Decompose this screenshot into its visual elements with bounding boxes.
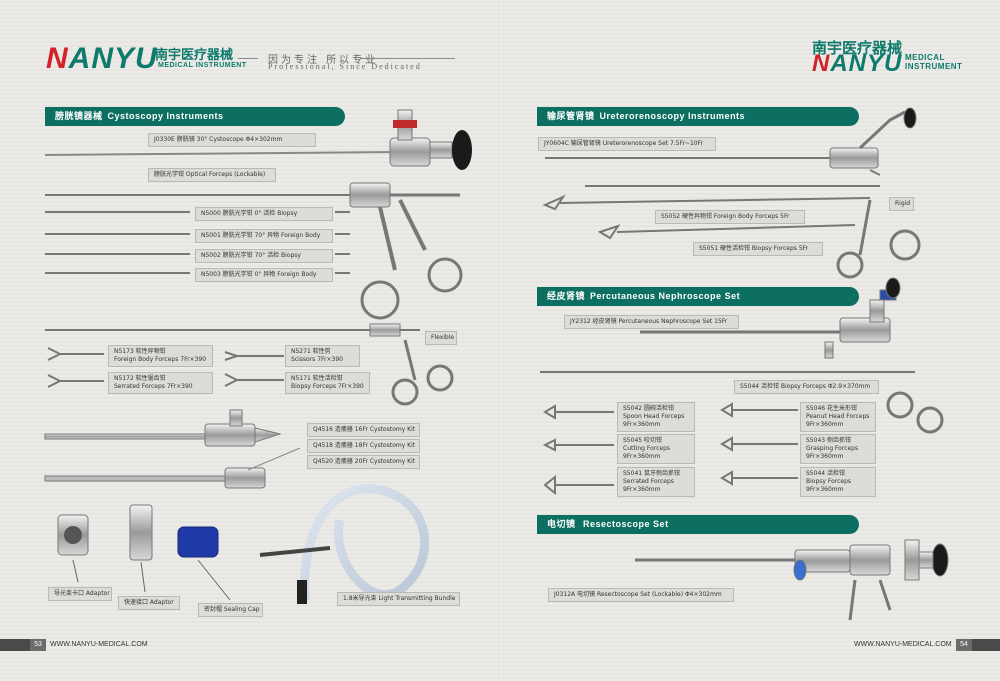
section-title-cn: 经皮肾镜 <box>547 291 586 301</box>
resectoscope-illustration <box>635 539 949 621</box>
section-resectoscope-banner: 电切镜 Resectoscope Set <box>537 515 859 534</box>
logo-letters: ANYU <box>68 42 158 75</box>
label-flexible: Flexible <box>425 331 457 345</box>
label-light-bundle: 1.8米导光束 Light Transmitting Bundle <box>337 592 460 606</box>
brand-cn-left: 南宇医疗器械 <box>155 48 234 63</box>
tagline-cn: 因为专注 所以专业 <box>268 55 379 66</box>
section-title-cn: 电切镜 <box>547 519 576 529</box>
optical-forceps-illustration <box>45 182 463 320</box>
logo-letters: ANYU <box>830 50 903 77</box>
logo-letter-n: N <box>46 42 69 75</box>
section-title-cn: 膀胱镜器械 <box>55 111 103 121</box>
logo-letter-n: N <box>812 50 831 77</box>
page-number-right: 54 <box>956 639 972 651</box>
section-ureteroscopy-banner: 输尿管肾镜 Ureterorenoscopy Instruments <box>537 107 859 126</box>
label-s5046: S5046 花生米形钳 Peanut Head Forceps 9Fr×360m… <box>800 402 876 432</box>
label-j0312a: J0312A 电切镜 Resectoscope Set (Lockable) Φ… <box>548 588 734 602</box>
label-s5042: S5042 圆碗活检钳 Spoon Head Forceps 9Fr×360mm <box>617 402 695 432</box>
label-n5172: N5172 软性锯齿钳 Serrated Forceps 7Fr×390 <box>108 372 213 394</box>
section-title-cn: 输尿管肾镜 <box>547 111 595 121</box>
footer-url-right[interactable]: WWW.NANYU-MEDICAL.COM <box>854 641 952 648</box>
label-n5001: N5001 膀胱光学钳 70° 异物 Foreign Body <box>195 229 333 243</box>
divider <box>238 58 258 59</box>
label-n5271: N5271 软性剪 Scissors 7Fr×390 <box>285 345 360 367</box>
label-n5171: N5171 软性活检钳 Biopsy Forceps 7Fr×390 <box>285 372 370 394</box>
label-optical-forceps: 膀胱光学钳 Optical Forceps (Lockable) <box>148 168 276 182</box>
section-title-en: Ureterorenoscopy Instruments <box>599 111 746 121</box>
footer-bar-right <box>972 639 1000 651</box>
label-s5044-main: S5044 活检钳 Biopsy Forceps Φ2.9×370mm <box>734 380 879 394</box>
label-adaptor-quick: 快速接口 Adaptor <box>118 596 180 610</box>
label-n5000: N5000 膀胱光学钳 0° 活检 Biopsy <box>195 207 333 221</box>
footer-url-left[interactable]: WWW.NANYU-MEDICAL.COM <box>50 641 148 648</box>
label-s5041: S5041 鼠牙侧齿抓钳 Serrated Forceps 9Fr×360mm <box>617 467 695 497</box>
label-s5045: S5045 咬切钳 Cutting Forceps 9Fr×360mm <box>617 434 695 464</box>
divider <box>360 58 455 59</box>
brand-logo-right: NANYU <box>812 50 902 78</box>
section-title-en: Percutaneous Nephroscope Set <box>590 291 741 301</box>
label-j0330e: J0330E 膀胱镜 30° Cystoscope Φ4×302mm <box>148 133 316 147</box>
label-n5173: N5173 软性异物钳 Foreign Body Forceps 7Fr×390 <box>108 345 213 367</box>
page-number-left: 53 <box>30 639 46 651</box>
section-title-en: Cystoscopy Instruments <box>107 111 224 121</box>
label-rigid: Rigid <box>889 197 914 211</box>
section-cystoscopy-banner: 膀胱镜器械 Cystoscopy Instruments <box>45 107 345 126</box>
label-n5002: N5002 膀胱光学钳 70° 活检 Biopsy <box>195 249 333 263</box>
label-jy2312: JY2312 经皮肾镜 Percutaneous Nephroscope Set… <box>564 315 739 329</box>
light-bundle-illustration <box>259 484 430 604</box>
label-s5043: S5043 侧齿抓钳 Grasping Forceps 9Fr×360mm <box>800 434 876 464</box>
tagline-en: Professional, Since Dedicated <box>268 62 422 71</box>
nephroscope-forceps-illustration <box>542 402 798 496</box>
flexible-instrument-illustration <box>45 323 454 406</box>
brand-logo-left: NANYU <box>46 42 158 76</box>
label-sealing-cap: 密封帽 Sealing Cap <box>198 603 263 617</box>
label-q4518: Q4518 造瘘器 18Fr Cystostomy Kit <box>307 439 420 453</box>
footer-bar-left <box>0 639 30 651</box>
section-title-en: Resectoscope Set <box>583 519 669 529</box>
cystostomy-kit-illustration <box>44 409 301 489</box>
ureteroscope-illustration <box>542 107 921 279</box>
label-s5051: S5051 硬性活检钳 Biopsy Forceps 5Fr <box>693 242 823 256</box>
accessory-illustrations <box>57 504 231 601</box>
label-q4516: Q4516 造瘘器 16Fr Cystostomy Kit <box>307 423 420 437</box>
label-jy0604c: JY0604C 输尿管肾镜 Ureterorenoscope Set 7.5Fr… <box>538 137 716 151</box>
brand-sub-left: MEDICAL INSTRUMENT <box>158 62 247 69</box>
brand-cn-right: 南宇医疗器械 <box>812 39 903 57</box>
label-q4520: Q4520 造瘘器 20Fr Cystostomy Kit <box>307 455 420 469</box>
label-adaptor-light: 导光束卡口 Adaptor <box>48 587 112 601</box>
brand-sub-right-2: INSTRUMENT <box>905 62 963 71</box>
cystoscope-illustration <box>44 109 472 170</box>
label-s5052: S5052 硬性异物钳 Foreign Body Forceps 5Fr <box>655 210 805 224</box>
label-s5044-small: S5044 活检钳 Biopsy Forceps 9Fr×360mm <box>800 467 876 497</box>
nephroscope-illustration <box>540 277 944 434</box>
section-nephroscope-banner: 经皮肾镜 Percutaneous Nephroscope Set <box>537 287 859 306</box>
label-n5003: N5003 膀胱光学钳 0° 异物 Foreign Body <box>195 268 333 282</box>
brand-sub-right-1: MEDICAL <box>905 53 945 62</box>
page-fold <box>499 0 501 681</box>
